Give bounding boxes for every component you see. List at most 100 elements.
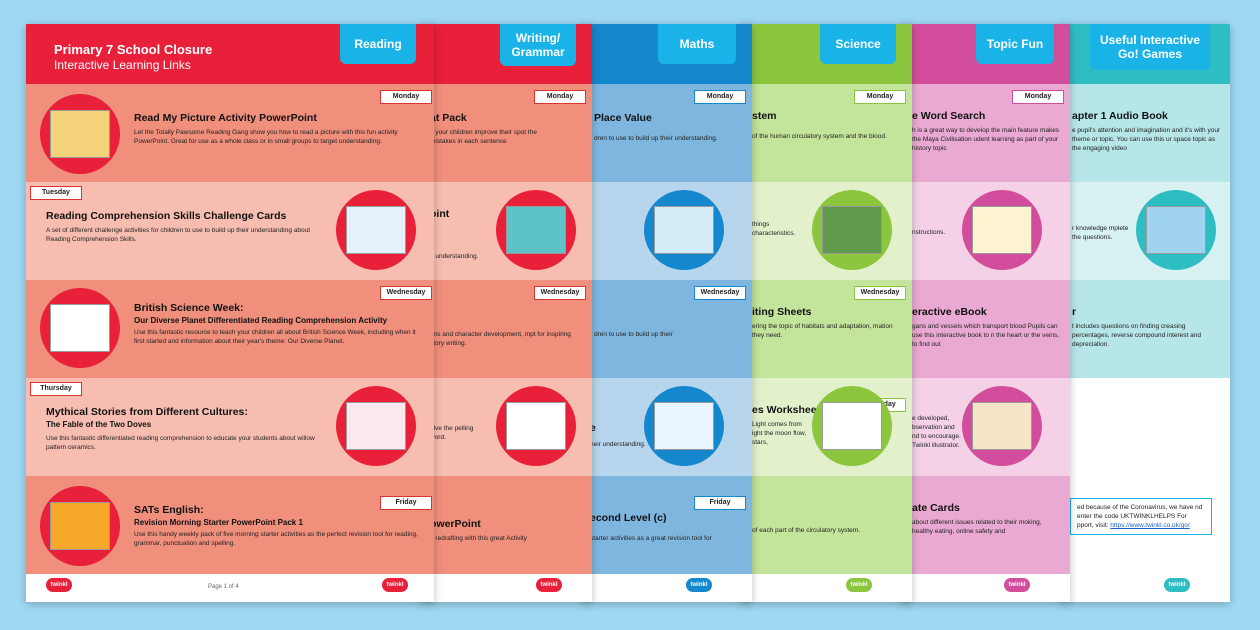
reading-wednesday-tag: Wednesday — [380, 286, 432, 300]
tab-maths[interactable]: Maths — [658, 24, 736, 64]
maths-monday-tag: Monday — [694, 90, 746, 104]
science-band-thursday: Thursday es Worksheet Light comes from i… — [740, 378, 912, 476]
twinkl-go-link[interactable]: https://www.twinkl.co.uk/go/ — [1110, 522, 1190, 529]
games-monday-desc: e pupil's attention and imagination and … — [1072, 127, 1221, 152]
games-closure-note: ed because of the Coronavirus, we have n… — [1070, 498, 1212, 535]
science-tuesday-thumbnail[interactable] — [812, 190, 892, 270]
reading-sheet: Primary 7 School Closure Interactive Lea… — [26, 24, 434, 602]
writing-band-wednesday: Wednesday ens and character development,… — [420, 280, 592, 378]
maths-band-wednesday: Wednesday dren to use to build up their — [582, 280, 752, 378]
maths-monday-desc: dren to use to build up their understand… — [594, 135, 718, 142]
topic-footer: twinkl — [900, 574, 1070, 602]
reading-monday-thumbnail[interactable] — [40, 94, 120, 174]
reading-monday-tag: Monday — [380, 90, 432, 104]
maths-band-thursday: e heir understanding. — [582, 378, 752, 476]
reading-wednesday-subtitle: Our Diverse Planet Differentiated Readin… — [134, 316, 388, 325]
reading-friday-desc: Use this handy weekly pack of five morni… — [134, 531, 418, 547]
science-monday-tag: Monday — [854, 90, 906, 104]
reading-footer: twinkl Page 1 of 4 twinkl — [26, 574, 434, 602]
reading-thursday-title[interactable]: Mythical Stories from Different Cultures… — [46, 406, 248, 418]
reading-friday-tag: Friday — [380, 496, 432, 510]
maths-footer: twinkl — [582, 574, 752, 602]
games-sheet: Useful Interactive Go! Games apter 1 Aud… — [1060, 24, 1230, 602]
maths-friday-desc: starter activities as a great revision t… — [590, 535, 712, 542]
science-monday-desc: of the human circulatory system and the … — [752, 133, 887, 140]
writing-wednesday-tag: Wednesday — [534, 286, 586, 300]
reading-band-tuesday: Tuesday Reading Comprehension Skills Cha… — [26, 182, 434, 280]
writing-thursday-thumbnail[interactable] — [496, 386, 576, 466]
topic-sheet: Topic Fun Monday e Word Search h is a gr… — [900, 24, 1070, 602]
writing-band-monday: Monday at Pack p your children improve t… — [420, 84, 592, 182]
games-band-wednesday: r t includes questions on finding creasi… — [1060, 280, 1230, 378]
reading-band-friday: Friday SATs English: Revision Morning St… — [26, 476, 434, 574]
maths-sheet: Maths Monday Place Value dren to use to … — [582, 24, 752, 602]
writing-tuesday-title[interactable]: oint — [430, 208, 450, 220]
games-wednesday-desc: t includes questions on finding creasing… — [1072, 323, 1201, 348]
tab-reading[interactable]: Reading — [340, 24, 416, 64]
writing-monday-title[interactable]: at Pack — [430, 112, 467, 124]
maths-thursday-title[interactable]: e — [590, 422, 596, 434]
topic-wednesday-title[interactable]: eractive eBook — [912, 306, 987, 318]
science-thursday-thumbnail[interactable] — [812, 386, 892, 466]
maths-monday-title[interactable]: Place Value — [594, 112, 652, 124]
maths-band-monday: Monday Place Value dren to use to build … — [582, 84, 752, 182]
science-wednesday-tag: Wednesday — [854, 286, 906, 300]
games-monday-title[interactable]: apter 1 Audio Book — [1072, 110, 1168, 122]
reading-tuesday-title[interactable]: Reading Comprehension Skills Challenge C… — [46, 210, 287, 222]
maths-tuesday-thumbnail[interactable] — [644, 190, 724, 270]
reading-wednesday-desc: Use this fantastic resource to teach you… — [134, 329, 416, 345]
topic-tuesday-thumbnail[interactable] — [962, 190, 1042, 270]
topic-band-thursday: e developed, bservation and nd to encour… — [900, 378, 1070, 476]
science-band-monday: Monday stem of the human circulatory sys… — [740, 84, 912, 182]
topic-wednesday-desc: gans and vessels which transport blood P… — [912, 323, 1060, 348]
maths-friday-title[interactable]: econd Level (c) — [590, 512, 667, 524]
science-sheet: Science Monday stem of the human circula… — [740, 24, 912, 602]
writing-thursday-desc: olve the pelling word. — [430, 425, 474, 441]
topic-friday-title[interactable]: ate Cards — [912, 502, 960, 514]
games-wednesday-title[interactable]: r — [1072, 306, 1077, 318]
writing-friday-desc: d redrafting with this great Activity — [430, 535, 527, 542]
maths-band-tuesday — [582, 182, 752, 280]
reading-thursday-thumbnail[interactable] — [336, 386, 416, 466]
reading-friday-thumbnail[interactable] — [40, 486, 120, 566]
writing-tuesday-thumbnail[interactable] — [496, 190, 576, 270]
tab-writing-grammar[interactable]: Writing/ Grammar — [500, 24, 576, 66]
science-wednesday-desc: ering the topic of habitats and adaptati… — [752, 323, 893, 339]
reading-thursday-subtitle: The Fable of the Two Doves — [46, 420, 152, 429]
reading-monday-title[interactable]: Read My Picture Activity PowerPoint — [134, 112, 317, 124]
maths-thursday-desc: heir understanding. — [590, 441, 646, 448]
maths-thursday-thumbnail[interactable] — [644, 386, 724, 466]
page-number: Page 1 of 4 — [208, 584, 239, 590]
science-friday-desc: of each part of the circulatory system. — [752, 527, 861, 534]
maths-wednesday-desc: dren to use to build up their — [594, 331, 673, 338]
maths-band-friday: Friday econd Level (c) starter activitie… — [582, 476, 752, 574]
topic-monday-title[interactable]: e Word Search — [912, 110, 986, 122]
reading-band-thursday: Thursday Mythical Stories from Different… — [26, 378, 434, 476]
reading-wednesday-title[interactable]: British Science Week: — [134, 302, 244, 314]
games-tuesday-desc: r knowledge mplete the questions. — [1072, 225, 1129, 241]
tab-useful-interactive-games[interactable]: Useful Interactive Go! Games — [1090, 24, 1210, 70]
science-wednesday-title[interactable]: iting Sheets — [752, 306, 812, 318]
topic-band-friday: ate Cards about different issues related… — [900, 476, 1070, 574]
twinkl-logo: twinkl — [1004, 578, 1030, 592]
tab-science[interactable]: Science — [820, 24, 896, 64]
writing-footer: twinkl — [420, 574, 592, 602]
tab-topic-fun[interactable]: Topic Fun — [976, 24, 1054, 64]
science-tuesday-desc: things characteristics. — [752, 221, 796, 237]
science-monday-title[interactable]: stem — [752, 110, 777, 122]
reading-wednesday-thumbnail[interactable] — [40, 288, 120, 368]
reading-tuesday-thumbnail[interactable] — [336, 190, 416, 270]
reading-thursday-tag: Thursday — [30, 382, 82, 396]
topic-thursday-thumbnail[interactable] — [962, 386, 1042, 466]
science-band-friday: of each part of the circulatory system. — [740, 476, 912, 574]
reading-friday-title[interactable]: SATs English: — [134, 504, 204, 516]
reading-thursday-desc: Use this fantastic differentiated readin… — [46, 435, 315, 451]
maths-friday-tag: Friday — [694, 496, 746, 510]
writing-friday-title[interactable]: owerPoint — [430, 518, 481, 530]
twinkl-logo: twinkl — [846, 578, 872, 592]
reading-tuesday-desc: A set of different challenge activities … — [46, 227, 311, 243]
topic-band-monday: Monday e Word Search h is a great way to… — [900, 84, 1070, 182]
games-tuesday-thumbnail[interactable] — [1136, 190, 1216, 270]
topic-friday-desc: about different issues related to their … — [912, 519, 1042, 535]
science-thursday-title[interactable]: es Worksheet — [752, 404, 821, 416]
